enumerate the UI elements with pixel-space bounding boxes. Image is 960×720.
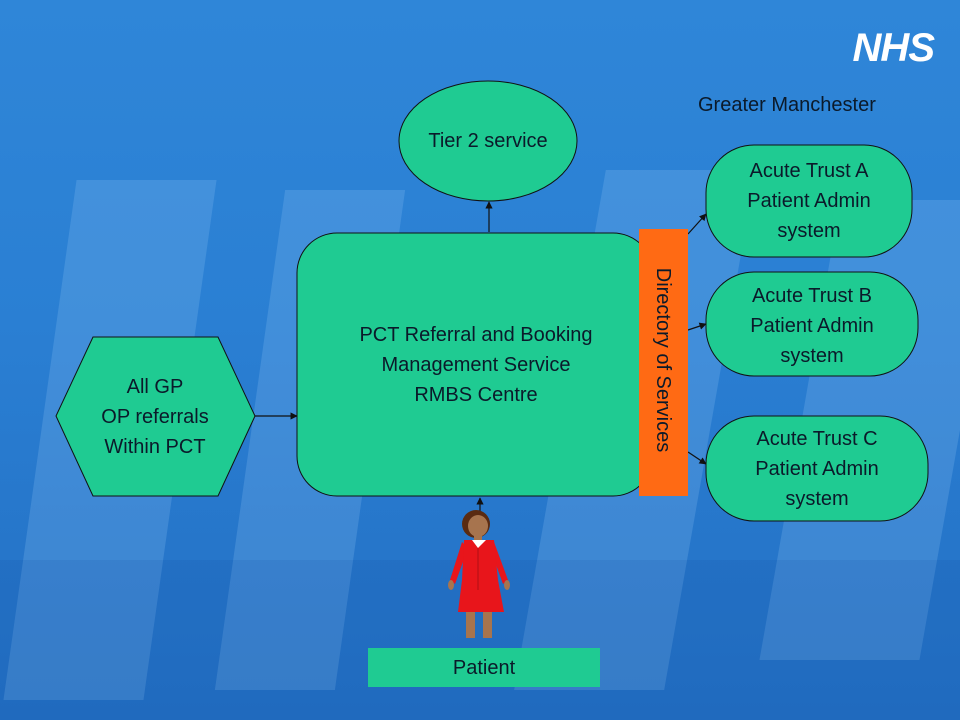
acute-trust-c-label: Acute Trust C Patient Admin system — [755, 428, 879, 510]
acute-trust-c-node — [705, 415, 929, 522]
gp-referrals-label: All GP OP referrals Within PCT — [101, 376, 209, 458]
acute-trust-a-node — [705, 144, 913, 258]
patient-box — [368, 648, 600, 687]
gp-referrals-node — [55, 336, 256, 497]
patient-figure-icon — [448, 510, 510, 638]
connector-to-trust-a — [687, 213, 707, 235]
tier2-service-node — [398, 80, 578, 202]
connector-to-trust-c — [687, 451, 707, 465]
directory-of-services-bar — [639, 229, 688, 496]
tier2-service-label: Tier 2 service — [428, 130, 548, 152]
rmbs-centre-label: PCT Referral and Booking Management Serv… — [359, 324, 593, 406]
patient-label: Patient — [452, 657, 516, 679]
connector-to-trust-b — [687, 322, 707, 331]
acute-trust-b-label: Acute Trust B Patient Admin system — [750, 285, 874, 367]
acute-trust-a-label: Acute Trust A Patient Admin system — [747, 160, 871, 242]
nhs-logo: NHS — [852, 26, 935, 70]
region-label: Greater Manchester — [698, 94, 876, 116]
directory-of-services-label: Directory of Services — [652, 267, 674, 453]
acute-trust-b-node — [705, 271, 919, 377]
